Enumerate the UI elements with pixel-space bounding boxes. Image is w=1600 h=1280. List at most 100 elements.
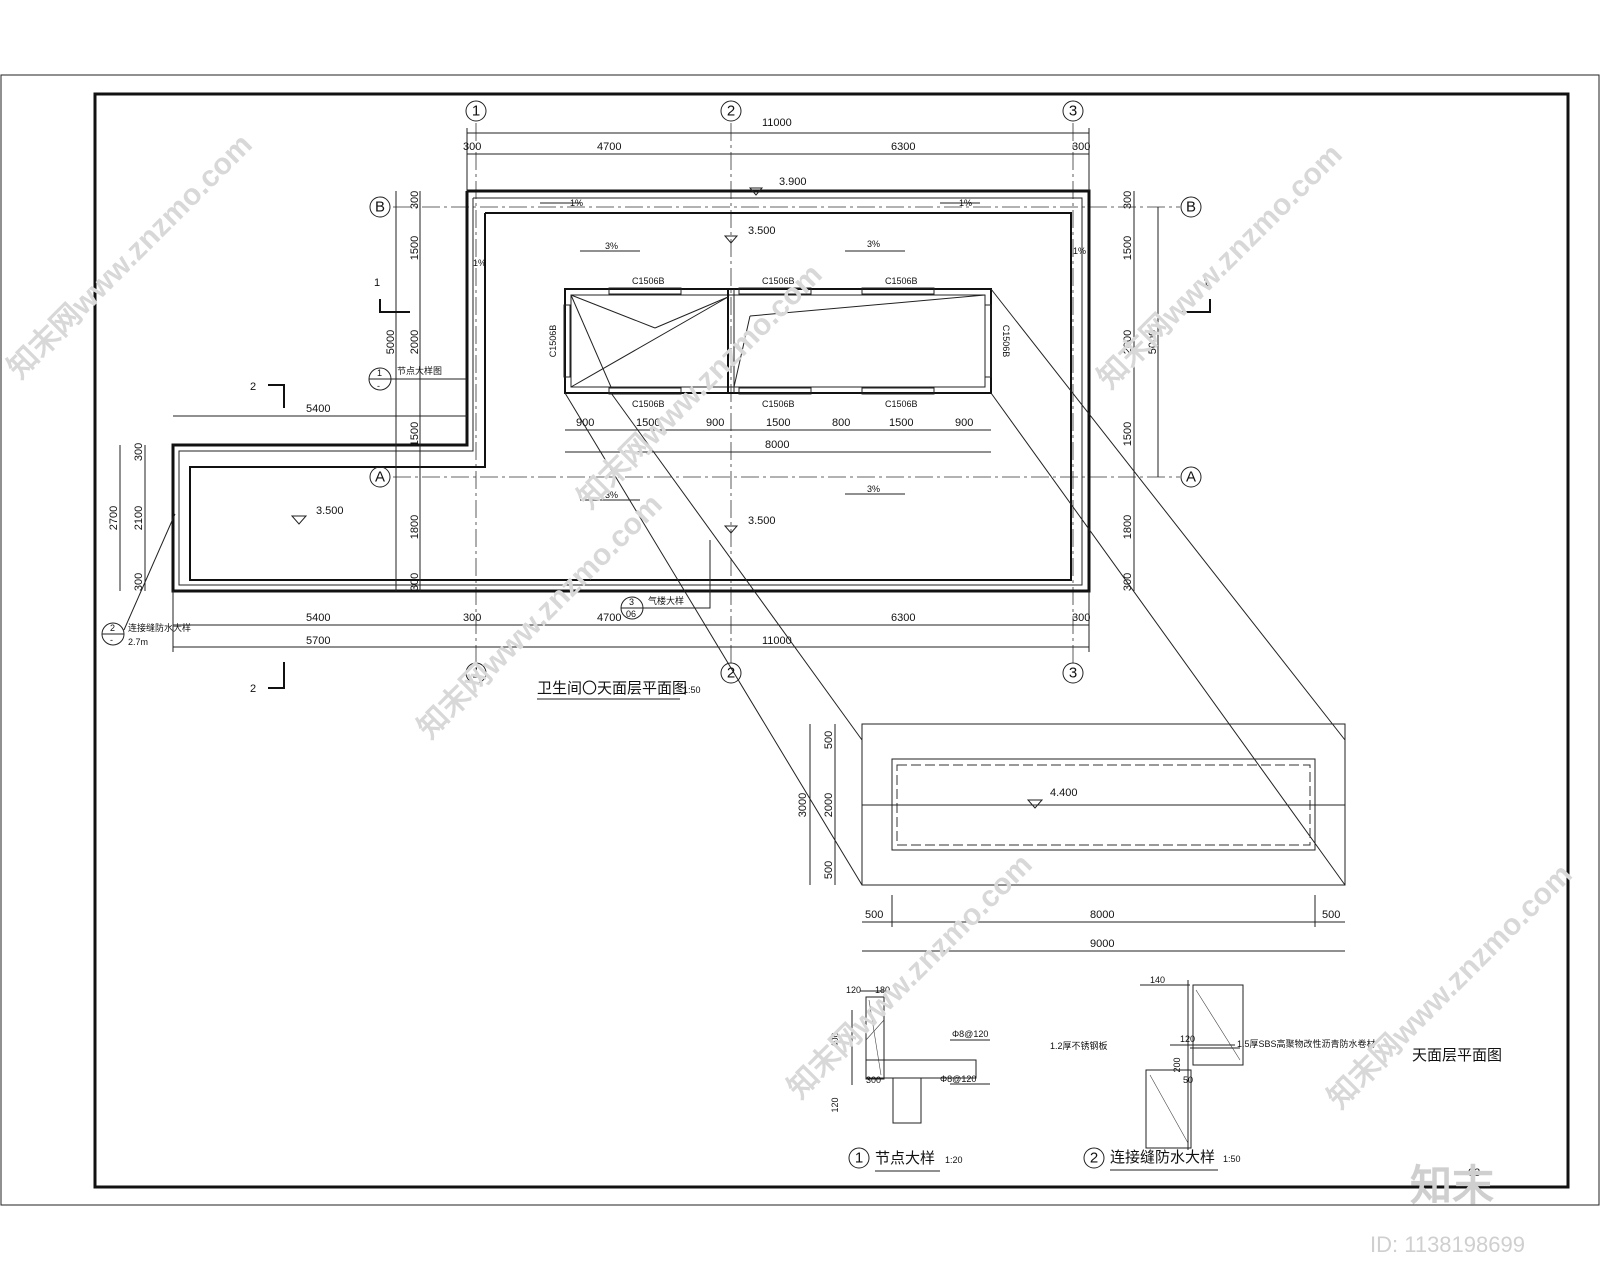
detail1-scale: 1:20: [945, 1155, 963, 1165]
watermark-6: 知末网www.znzmo.com: [1322, 858, 1579, 1115]
dim-top-total: 11000: [762, 117, 792, 129]
axis-label-2-top: 2: [727, 103, 735, 120]
detail2-note-2: 1.5厚SBS高聚物改性沥青防水卷材: [1237, 1038, 1376, 1049]
dim-right-300: 300: [1122, 191, 1134, 209]
watermark-3: 知末网www.znzmo.com: [572, 258, 829, 515]
detail2-title: 连接缝防水大样: [1110, 1149, 1215, 1166]
axis-label-3-bottom: 3: [1069, 665, 1077, 682]
axis-bubble-1-bottom: [465, 662, 487, 684]
projection-line-1: [990, 288, 1346, 741]
projection-line-4: [610, 392, 863, 741]
detail1-title-bubble: [848, 1147, 870, 1169]
axis-bubble-b-right: [1180, 196, 1202, 218]
parapet-mid: [178, 197, 1083, 586]
dim-left-300d: 300: [133, 573, 145, 591]
elev-mark-mid-top: [723, 235, 739, 244]
axis-bubble-3-top: [1062, 100, 1084, 122]
dim-left-1500b: 1500: [409, 422, 421, 446]
dim-left-1500: 1500: [409, 236, 421, 260]
roof-dim-bottom-500b: 500: [1322, 909, 1340, 921]
window-label-bottom-2: C1506B: [762, 399, 795, 409]
plan-scale: 1:50: [683, 685, 701, 695]
detail2-title-bubble: [1083, 1147, 1105, 1169]
window-top-3: [861, 287, 935, 295]
window-top-2: [738, 287, 812, 295]
detail1-parapet: [865, 996, 885, 1080]
watermark-5: 知末网www.znzmo.com: [782, 848, 1039, 1105]
roof-dim-left-2000: 2000: [823, 793, 835, 817]
detail1-rebar-1: Φ8@120: [952, 1029, 988, 1039]
detail1-beam: [892, 1077, 922, 1124]
detail2-wall-lower: [1145, 1069, 1192, 1149]
sheet-page: 03: [1468, 1167, 1480, 1179]
elev-top: 3.900: [779, 176, 807, 188]
axis-label-1-top: 1: [472, 103, 480, 120]
axis-label-3-top: 3: [1069, 103, 1077, 120]
dim-top-300a: 300: [463, 141, 481, 153]
sheet-inner-border: [93, 92, 1570, 1189]
skylight-ridge-c: [570, 296, 729, 388]
detail2-note-1: 1.2厚不锈钢板: [1050, 1040, 1108, 1051]
roof-dim-bottom-8000: 8000: [1090, 909, 1114, 921]
section-num-1-right: 1: [1203, 277, 1209, 289]
sheet-outer-border: [0, 74, 1600, 1206]
dim-bottom-6300: 6300: [891, 612, 915, 624]
detail2-dim-50-text: 50: [1183, 1075, 1193, 1085]
dim-left-5000: 5000: [385, 330, 397, 354]
slope-label-h: 3%: [867, 484, 880, 494]
dim-window-1500c: 1500: [889, 417, 913, 429]
window-bottom-3: [861, 387, 935, 395]
elev-mark-left: [290, 515, 308, 525]
roof-dim-left-500a: 500: [823, 731, 835, 749]
detail1-dim-120: 120: [846, 985, 861, 995]
dim-top-6300: 6300: [891, 141, 915, 153]
dim-left-2100: 2100: [133, 506, 145, 530]
axis-bubble-a-left: [369, 466, 391, 488]
detail2-dim-200-text: 200: [1172, 1057, 1182, 1072]
dim-top-300b: 300: [1072, 141, 1090, 153]
window-bottom-2: [738, 387, 812, 395]
dim-wing-5400: 5400: [306, 403, 330, 415]
dim-right-1500b: 1500: [1122, 422, 1134, 446]
roof-dim-bottom-total: 9000: [1090, 938, 1114, 950]
window-left: [563, 304, 571, 378]
dim-right-5000: 5000: [1147, 330, 1159, 354]
axis-label-b-right: B: [1186, 199, 1196, 216]
detail1-rebar-2: Φ8@120: [940, 1074, 976, 1084]
dim-right-1800: 1800: [1122, 515, 1134, 539]
callout-node-label: 节点大样图: [397, 365, 442, 376]
detail-1: 120 180 400 300 120 Φ8@120 Φ8@120 1 节点大样…: [830, 985, 990, 1172]
section-mark-1-right: [1180, 299, 1211, 313]
dim-bottom-5700: 5700: [306, 635, 330, 647]
roof-top-plan: 4.400 3000 500 2000 500 500 8000 500 900…: [797, 723, 1346, 952]
roof-dim-left-500b: 500: [823, 861, 835, 879]
dim-window-1500b: 1500: [766, 417, 790, 429]
window-top-1: [608, 287, 682, 295]
watermark-id: ID: 1138198699: [1370, 1232, 1525, 1257]
dim-left-300b: 300: [409, 573, 421, 591]
elev-mark-top: [748, 187, 764, 196]
parapet-inner: [189, 212, 1072, 581]
axis-bubble-2-bottom: [720, 662, 742, 684]
dim-left-300: 300: [409, 191, 421, 209]
skylight-ridge-f: [570, 294, 612, 388]
detail1-title: 节点大样: [875, 1150, 935, 1167]
slope-label-e: 3%: [605, 241, 618, 251]
axis-label-b-left: B: [375, 199, 385, 216]
window-label-bottom-3: C1506B: [885, 399, 918, 409]
elev-mark-mid-bottom: [723, 525, 739, 534]
slope-label-d: 1%: [1073, 246, 1086, 256]
skylight-ridge-a: [570, 294, 656, 329]
axis-bubble-2-top: [720, 100, 742, 122]
window-right: [984, 304, 992, 378]
window-label-top-2: C1506B: [762, 276, 795, 286]
axis-bubble-1-top: [465, 100, 487, 122]
detail2-hatch-1: [1195, 989, 1241, 1061]
window-label-bottom-1: C1506B: [632, 399, 665, 409]
section-mark-1-left: [379, 299, 410, 313]
callout-joint-num: 2: [110, 623, 115, 633]
callout-joint-sub: -: [110, 635, 113, 645]
skylight-ridge-e: [749, 294, 986, 317]
callout-detail3-num: 3: [629, 597, 634, 607]
elev-mid-top: 3.500: [748, 225, 776, 237]
